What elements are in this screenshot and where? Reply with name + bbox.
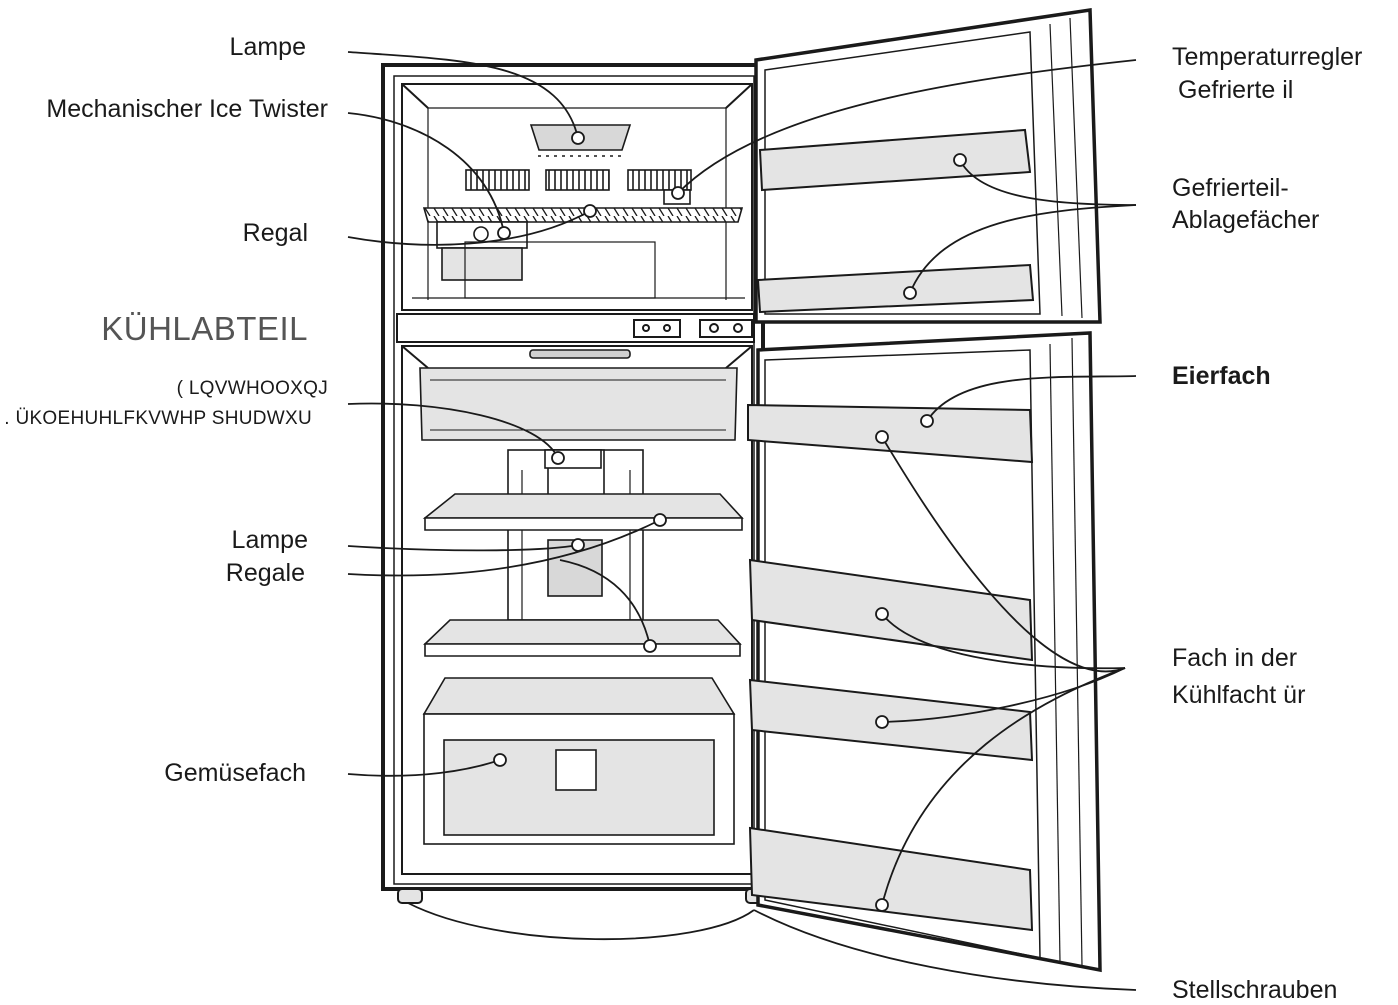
label-temp-control-line1: Temperaturregler <box>1172 43 1363 71</box>
fridge-cabinet <box>381 63 771 904</box>
label-fridge-compartment: KÜHLABTEIL <box>101 310 308 347</box>
label-shelf: Regal <box>242 219 308 247</box>
label-ice-twister: Mechanischer Ice Twister <box>46 95 328 123</box>
label-freezer-shelves-line1: Gefrierteil- <box>1172 174 1289 202</box>
fridge-door <box>747 331 1102 973</box>
callout-dots <box>493 131 967 912</box>
leader-lines <box>347 51 1137 991</box>
label-lamp-top: Lampe <box>229 33 306 61</box>
freezer-door <box>754 7 1102 324</box>
freezer-interior <box>422 124 744 299</box>
label-lamp-mid: Lampe <box>231 526 308 554</box>
label-shelves: Regale <box>225 559 305 587</box>
label-temp-control-line2: Gefrierte il <box>1178 76 1294 104</box>
label-temp-setting-line1: ( LQVWHOOXQJ <box>176 378 328 399</box>
label-temp-setting-line2: . ÜKOEHUHLFKVWHP SHUDWXU <box>4 408 312 429</box>
label-egg-tray: Eierfach <box>1172 362 1271 390</box>
label-leveling-screws: Stellschrauben <box>1172 976 1338 1004</box>
label-crisper: Gemüsefach <box>164 759 306 787</box>
label-door-bins-line1: Fach in der <box>1172 644 1298 672</box>
label-door-bins-line2: Kühlfacht ür <box>1172 681 1306 709</box>
label-freezer-shelves-line2: Ablagefächer <box>1172 206 1320 234</box>
fridge-interior <box>419 349 744 845</box>
